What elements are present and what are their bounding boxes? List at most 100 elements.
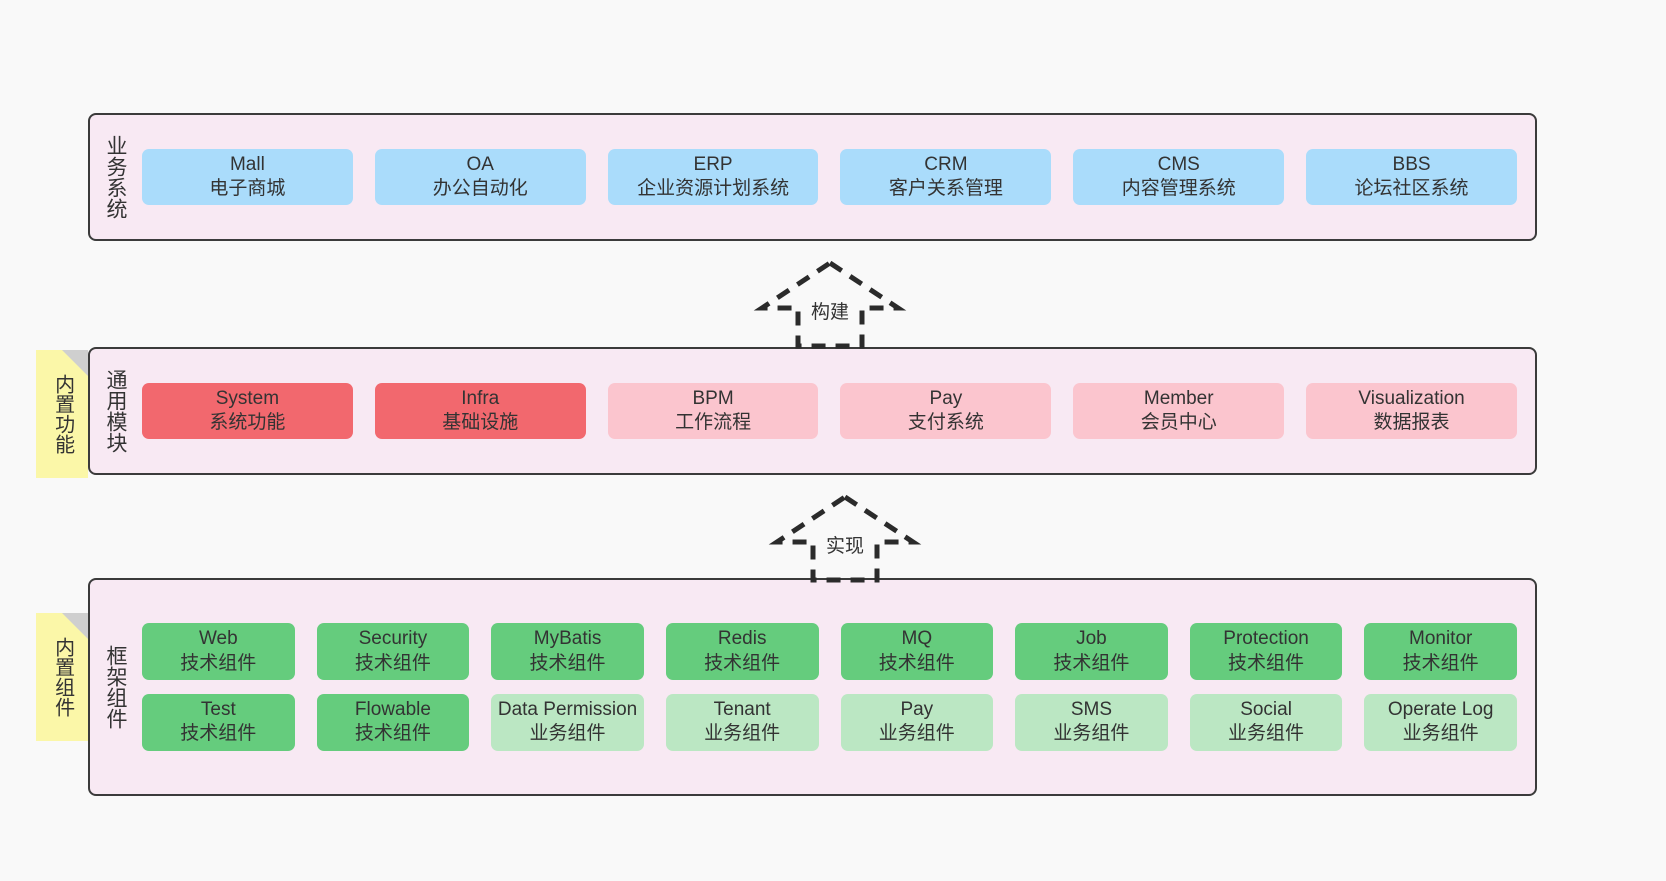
card-row-business: Test 技术组件 Flowable 技术组件 Data Permission … bbox=[142, 694, 1517, 751]
card-cms[interactable]: CMS 内容管理系统 bbox=[1073, 148, 1285, 206]
card-pay-module[interactable]: Pay 支付系统 bbox=[840, 382, 1052, 440]
card-subtitle: 技术组件 bbox=[1053, 652, 1130, 674]
card-subtitle: 内容管理系统 bbox=[1121, 178, 1236, 199]
card-subtitle: 业务组件 bbox=[529, 723, 606, 745]
card-row-tech: Web 技术组件 Security 技术组件 MyBatis 技术组件 Redi… bbox=[142, 623, 1517, 680]
card-system[interactable]: System 系统功能 bbox=[142, 382, 353, 440]
card-title: OA bbox=[466, 153, 494, 175]
card-subtitle: 技术组件 bbox=[529, 652, 606, 674]
card-bpm[interactable]: BPM 工作流程 bbox=[607, 382, 819, 440]
card-social[interactable]: Social 业务组件 bbox=[1189, 694, 1343, 751]
card-title: CRM bbox=[924, 153, 968, 175]
card-title: Protection bbox=[1223, 628, 1309, 650]
layer-common-modules: 通用模块 System 系统功能 Infra 基础设施 BPM 工作流程 Pay bbox=[88, 347, 1537, 475]
card-data-permission[interactable]: Data Permission 业务组件 bbox=[491, 694, 644, 751]
card-title: MQ bbox=[901, 628, 933, 650]
card-subtitle: 技术组件 bbox=[180, 652, 257, 674]
card-subtitle: 支付系统 bbox=[907, 412, 984, 433]
card-title: Job bbox=[1076, 628, 1107, 650]
arrow-build-shape bbox=[753, 260, 907, 349]
note-builtin-components-label: 内置组件 bbox=[51, 637, 74, 717]
card-row: Mall 电子商城 OA 办公自动化 ERP 企业资源计划系统 CRM 客户关系… bbox=[142, 148, 1517, 206]
card-member[interactable]: Member 会员中心 bbox=[1073, 382, 1285, 440]
card-title: Redis bbox=[717, 628, 767, 650]
layer-business-system-body: Mall 电子商城 OA 办公自动化 ERP 企业资源计划系统 CRM 客户关系… bbox=[136, 115, 1535, 239]
layer-framework-components: 框架组件 Web 技术组件 Security 技术组件 MyBatis 技术组件… bbox=[88, 578, 1537, 796]
card-mall[interactable]: Mall 电子商城 bbox=[142, 148, 353, 206]
card-tenant[interactable]: Tenant 业务组件 bbox=[665, 694, 819, 751]
card-erp[interactable]: ERP 企业资源计划系统 bbox=[607, 148, 819, 206]
card-title: Visualization bbox=[1358, 387, 1465, 409]
arrow-implement: 实现 bbox=[768, 492, 922, 584]
card-subtitle: 业务组件 bbox=[1053, 723, 1130, 745]
layer-common-modules-title: 通用模块 bbox=[103, 369, 127, 453]
card-flowable[interactable]: Flowable 技术组件 bbox=[316, 694, 470, 751]
card-monitor[interactable]: Monitor 技术组件 bbox=[1364, 623, 1517, 680]
layer-business-system: 业务系统 Mall 电子商城 OA 办公自动化 ERP 企业资源计划系统 CRM bbox=[88, 113, 1537, 241]
card-title: Mall bbox=[229, 153, 265, 175]
card-title: BPM bbox=[692, 387, 734, 409]
card-title: Monitor bbox=[1409, 628, 1473, 650]
card-title: System bbox=[215, 387, 280, 409]
card-pay-component[interactable]: Pay 业务组件 bbox=[840, 694, 994, 751]
card-redis[interactable]: Redis 技术组件 bbox=[665, 623, 819, 680]
card-title: Tenant bbox=[713, 699, 771, 720]
card-subtitle: 技术组件 bbox=[1402, 652, 1479, 674]
layer-business-system-title: 业务系统 bbox=[103, 135, 127, 219]
note-builtin-features: 内置功能 bbox=[36, 350, 88, 478]
card-subtitle: 会员中心 bbox=[1140, 412, 1217, 433]
card-title: Data Permission bbox=[497, 699, 638, 720]
card-title: MyBatis bbox=[533, 628, 602, 650]
card-subtitle: 技术组件 bbox=[180, 723, 257, 745]
card-subtitle: 业务组件 bbox=[704, 723, 781, 745]
card-subtitle: 企业资源计划系统 bbox=[637, 178, 790, 199]
card-subtitle: 工作流程 bbox=[675, 412, 752, 433]
card-title: Infra bbox=[461, 387, 500, 409]
card-test[interactable]: Test 技术组件 bbox=[142, 694, 295, 751]
card-oa[interactable]: OA 办公自动化 bbox=[374, 148, 586, 206]
card-subtitle: 办公自动化 bbox=[432, 178, 528, 199]
card-subtitle: 基础设施 bbox=[442, 412, 519, 433]
card-visualization[interactable]: Visualization 数据报表 bbox=[1306, 382, 1517, 440]
card-subtitle: 技术组件 bbox=[1228, 652, 1305, 674]
card-subtitle: 客户关系管理 bbox=[888, 178, 1003, 199]
card-crm[interactable]: CRM 客户关系管理 bbox=[840, 148, 1052, 206]
card-title: Operate Log bbox=[1387, 699, 1494, 720]
note-builtin-features-label: 内置功能 bbox=[51, 374, 74, 454]
layer-common-modules-body: System 系统功能 Infra 基础设施 BPM 工作流程 Pay 支付系统… bbox=[136, 349, 1535, 473]
card-sms[interactable]: SMS 业务组件 bbox=[1015, 694, 1168, 751]
card-subtitle: 数据报表 bbox=[1373, 412, 1450, 433]
card-title: Pay bbox=[900, 699, 934, 720]
card-title: BBS bbox=[1392, 153, 1431, 175]
card-mq[interactable]: MQ 技术组件 bbox=[840, 623, 994, 680]
card-title: Security bbox=[358, 628, 428, 650]
card-title: Pay bbox=[929, 387, 963, 409]
card-operate-log[interactable]: Operate Log 业务组件 bbox=[1364, 694, 1517, 751]
card-title: Web bbox=[198, 628, 238, 650]
card-protection[interactable]: Protection 技术组件 bbox=[1189, 623, 1343, 680]
card-title: Social bbox=[1240, 699, 1292, 720]
card-security[interactable]: Security 技术组件 bbox=[316, 623, 470, 680]
card-title: SMS bbox=[1070, 699, 1113, 720]
card-subtitle: 业务组件 bbox=[1402, 723, 1479, 745]
card-job[interactable]: Job 技术组件 bbox=[1015, 623, 1168, 680]
card-subtitle: 论坛社区系统 bbox=[1354, 178, 1469, 199]
card-bbs[interactable]: BBS 论坛社区系统 bbox=[1306, 148, 1517, 206]
card-subtitle: 业务组件 bbox=[1228, 723, 1305, 745]
note-builtin-components: 内置组件 bbox=[36, 613, 88, 741]
card-subtitle: 技术组件 bbox=[354, 652, 431, 674]
card-web[interactable]: Web 技术组件 bbox=[142, 623, 295, 680]
layer-framework-components-body: Web 技术组件 Security 技术组件 MyBatis 技术组件 Redi… bbox=[136, 580, 1535, 794]
card-title: CMS bbox=[1157, 153, 1200, 175]
card-subtitle: 系统功能 bbox=[209, 412, 286, 433]
card-subtitle: 技术组件 bbox=[878, 652, 955, 674]
layer-framework-components-title: 框架组件 bbox=[103, 645, 127, 729]
card-title: ERP bbox=[693, 153, 733, 175]
card-title: Test bbox=[200, 699, 236, 720]
card-infra[interactable]: Infra 基础设施 bbox=[374, 382, 586, 440]
arrow-implement-shape bbox=[768, 494, 922, 583]
arrow-build: 构建 bbox=[753, 258, 907, 350]
card-subtitle: 技术组件 bbox=[704, 652, 781, 674]
card-mybatis[interactable]: MyBatis 技术组件 bbox=[491, 623, 644, 680]
